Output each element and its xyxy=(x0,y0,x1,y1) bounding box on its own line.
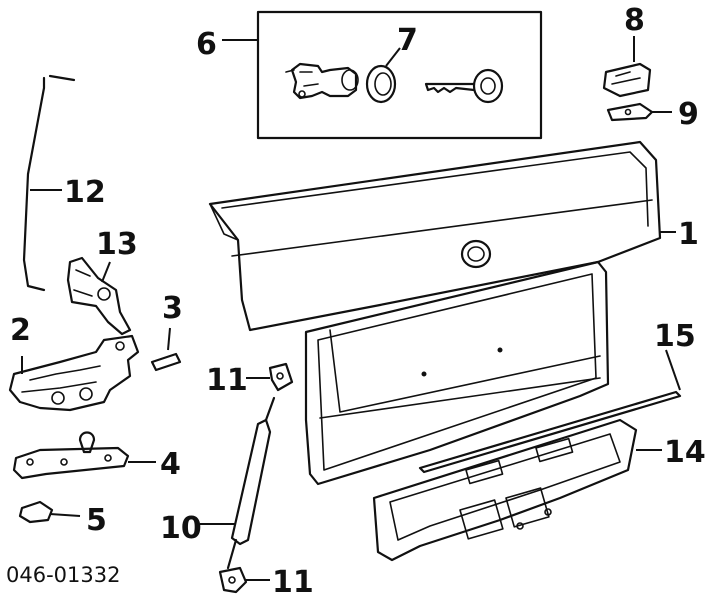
callout-3: 3 xyxy=(162,291,183,326)
callout-12: 12 xyxy=(64,175,106,210)
lock-cylinder-part xyxy=(285,62,359,100)
weatherstrip-part xyxy=(418,349,682,474)
callout-14: 14 xyxy=(664,435,706,470)
callout-6: 6 xyxy=(196,27,217,62)
striker-part xyxy=(150,327,182,372)
tailgate-outer-panel xyxy=(208,140,676,332)
tailgate-inner-panel xyxy=(304,260,610,486)
callout-11-top: 11 xyxy=(206,363,248,398)
clip-part xyxy=(18,500,81,524)
callout-8: 8 xyxy=(624,3,645,38)
lock-seal-ring xyxy=(365,64,397,104)
callout-7: 7 xyxy=(397,23,418,58)
strut-bracket-bottom-part xyxy=(218,566,270,594)
callout-13: 13 xyxy=(96,227,138,262)
callout-10: 10 xyxy=(160,511,202,546)
callout-15: 15 xyxy=(654,319,696,354)
reference-number: 046-01332 xyxy=(6,563,120,587)
latch-plate-part xyxy=(12,431,156,480)
callout-11-bottom: 11 xyxy=(272,565,314,600)
trim-panel-part xyxy=(372,418,662,562)
latch-part xyxy=(8,334,140,412)
strut-bracket-top-part xyxy=(246,362,294,392)
actuator-bracket-part xyxy=(606,102,672,122)
gas-strut-part xyxy=(200,396,276,570)
lock-actuator-part xyxy=(602,36,652,98)
callout-4: 4 xyxy=(160,447,181,482)
support-rod-part xyxy=(22,74,76,292)
lock-cylinder-kit-box xyxy=(222,10,543,140)
callout-2: 2 xyxy=(10,313,31,348)
callout-5: 5 xyxy=(86,503,107,538)
callout-9: 9 xyxy=(678,97,699,132)
hinge-bracket-part xyxy=(66,256,132,336)
callout-1: 1 xyxy=(678,217,699,252)
key-part xyxy=(424,68,504,104)
